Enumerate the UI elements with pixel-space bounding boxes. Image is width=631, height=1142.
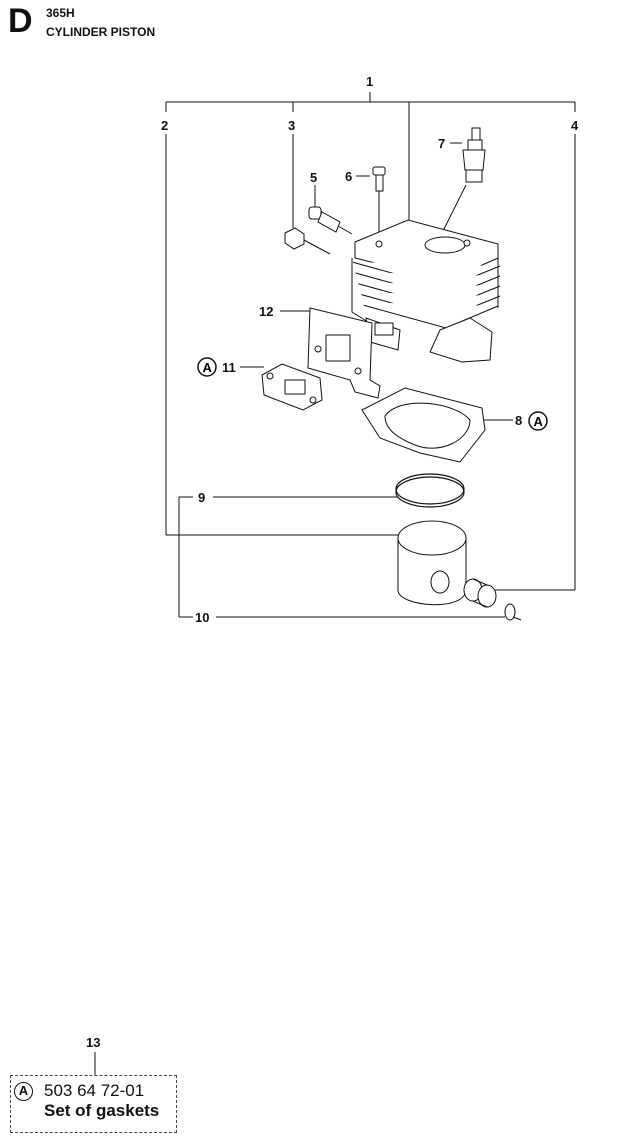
callout-8: 8 xyxy=(515,413,522,428)
kit-marker: A xyxy=(14,1082,33,1101)
kit-marker-8: A xyxy=(528,411,548,431)
callout-3: 3 xyxy=(288,118,295,133)
piston xyxy=(397,520,467,606)
piston-ring xyxy=(395,473,465,508)
kit-marker-8-label: A xyxy=(534,414,544,429)
kit-marker-11-label: A xyxy=(203,360,213,375)
decompression-valve xyxy=(284,206,353,255)
callout-1: 1 xyxy=(366,74,373,89)
callout-6: 6 xyxy=(345,169,352,184)
kit-part-number: 503 64 72-01 xyxy=(44,1081,145,1100)
gasket-11 xyxy=(261,363,323,411)
callout-11: 11 xyxy=(222,360,236,375)
spark-plug xyxy=(462,127,486,183)
circlip xyxy=(504,603,522,621)
exhaust-plate xyxy=(307,307,381,399)
callout-4: 4 xyxy=(571,118,579,133)
cylinder-base-gasket xyxy=(361,387,486,463)
callout-9: 9 xyxy=(198,490,205,505)
callout-7: 7 xyxy=(438,136,445,151)
section-letter: D xyxy=(8,2,33,40)
gasket-kit-box xyxy=(10,1075,177,1133)
cylinder xyxy=(351,219,501,363)
kit-callout-13: 13 xyxy=(86,1035,101,1050)
model-name: 365H xyxy=(46,6,75,20)
screw xyxy=(372,166,386,192)
needle-bearing xyxy=(463,578,497,608)
callout-2: 2 xyxy=(161,118,168,133)
callout-10: 10 xyxy=(195,610,209,625)
page-title: CYLINDER PISTON xyxy=(46,25,156,39)
callout-5: 5 xyxy=(310,170,317,185)
kit-marker-11: A xyxy=(197,357,217,377)
kit-description: Set of gaskets xyxy=(44,1101,160,1120)
callout-12: 12 xyxy=(259,304,273,319)
